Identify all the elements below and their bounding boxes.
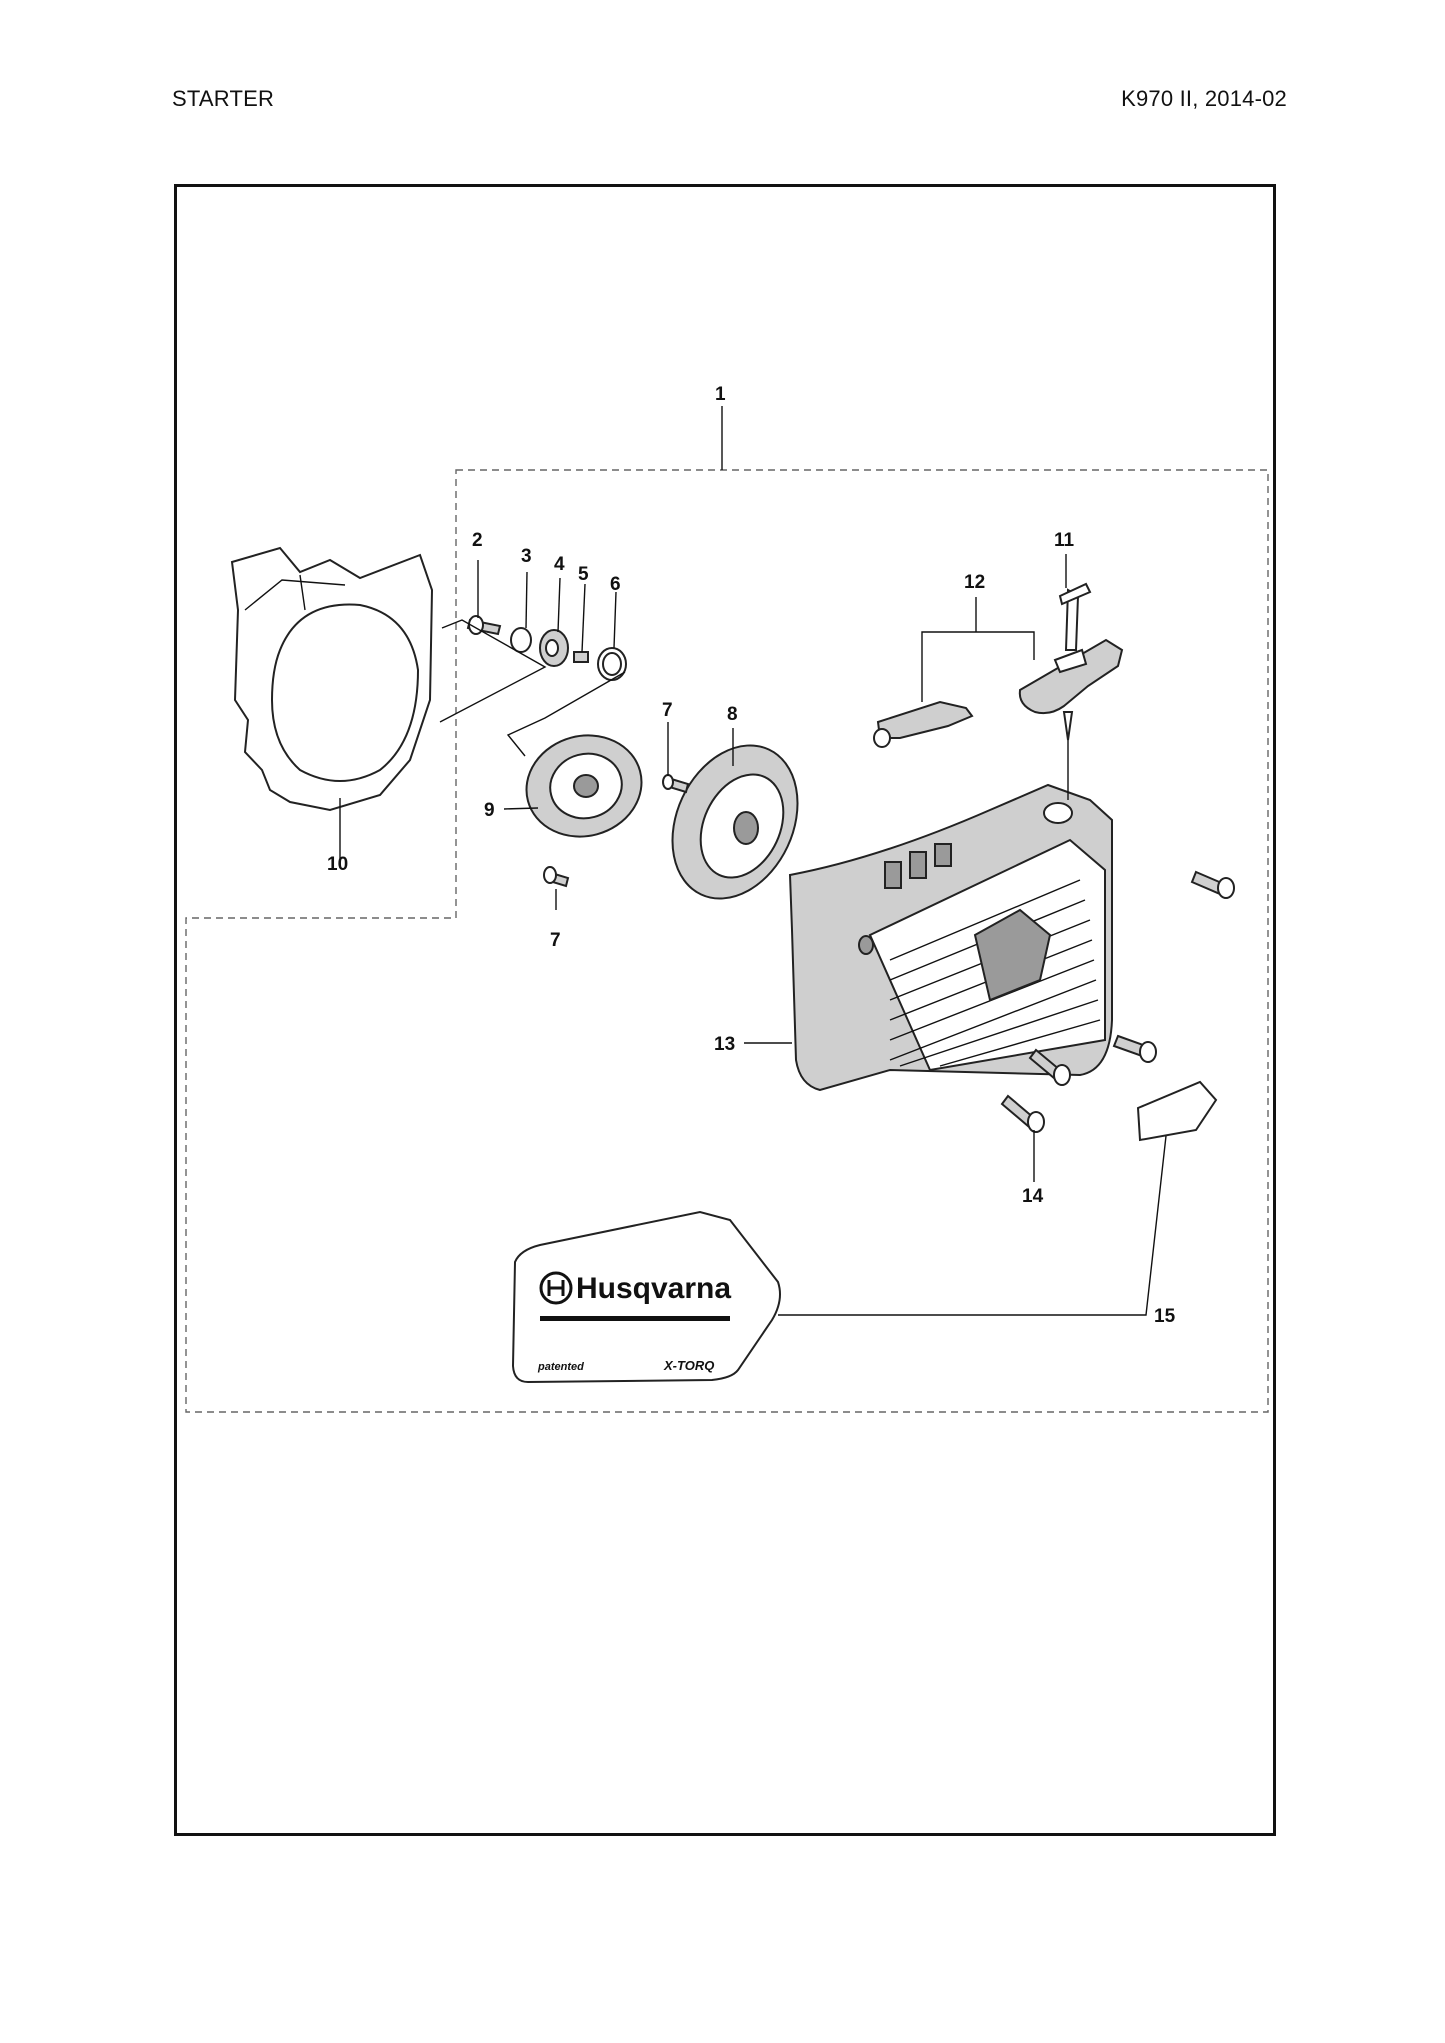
part-7-screw-upper <box>662 774 690 794</box>
callout-7-upper: 7 <box>662 700 673 721</box>
callout-12: 12 <box>964 572 985 593</box>
leader-lines <box>339 406 1167 1316</box>
callout-7-lower: 7 <box>550 930 561 951</box>
callout-9: 9 <box>484 800 495 821</box>
callout-4: 4 <box>554 554 565 575</box>
decal-left-text: patented <box>537 1361 584 1373</box>
diagram-frame <box>174 184 1276 1836</box>
callout-11: 11 <box>1054 530 1075 551</box>
model-date: K970 II, 2014-02 <box>1121 86 1287 111</box>
part-8-cassette <box>671 744 799 900</box>
decal-right-text: X-TORQ <box>663 1358 714 1373</box>
part-15-decal-small <box>1136 1080 1218 1142</box>
brand-logo <box>539 1271 573 1305</box>
part-14-screw-b <box>1028 1048 1071 1086</box>
callout-15: 15 <box>1154 1306 1176 1327</box>
callout-1: 1 <box>715 384 726 405</box>
part-9-pulley <box>525 734 643 838</box>
assembly-dashed-outline <box>185 469 1269 1413</box>
callout-10: 10 <box>327 854 348 875</box>
part-13-cover <box>788 783 1113 1092</box>
hardware-plane <box>439 619 626 757</box>
part-3-washer <box>510 627 532 653</box>
part-7-screw-lower <box>543 866 570 888</box>
part-6-spring <box>597 647 627 681</box>
part-5-spring-pin <box>573 651 589 663</box>
callout-8: 8 <box>727 704 738 725</box>
decal-brand-text: Husqvarna <box>576 1272 731 1305</box>
callout-14: 14 <box>1022 1186 1044 1207</box>
part-15-decal-large: Husqvarna patented X-TORQ <box>511 1210 781 1384</box>
part-10-housing <box>230 546 434 812</box>
callout-3: 3 <box>521 546 532 567</box>
callout-6: 6 <box>610 574 621 595</box>
callout-13: 13 <box>714 1034 735 1055</box>
callout-5: 5 <box>578 564 589 585</box>
part-4-bushing <box>539 629 569 667</box>
section-title: STARTER <box>172 86 275 111</box>
part-2-bolt <box>466 615 502 636</box>
part-14-screw-c <box>1112 1034 1157 1063</box>
part-11-handle <box>1018 582 1124 800</box>
part-14-screw-d <box>1190 870 1235 899</box>
part-14-screw-a <box>1000 1094 1045 1133</box>
part-12-clip <box>873 700 974 748</box>
callout-2: 2 <box>472 530 483 551</box>
